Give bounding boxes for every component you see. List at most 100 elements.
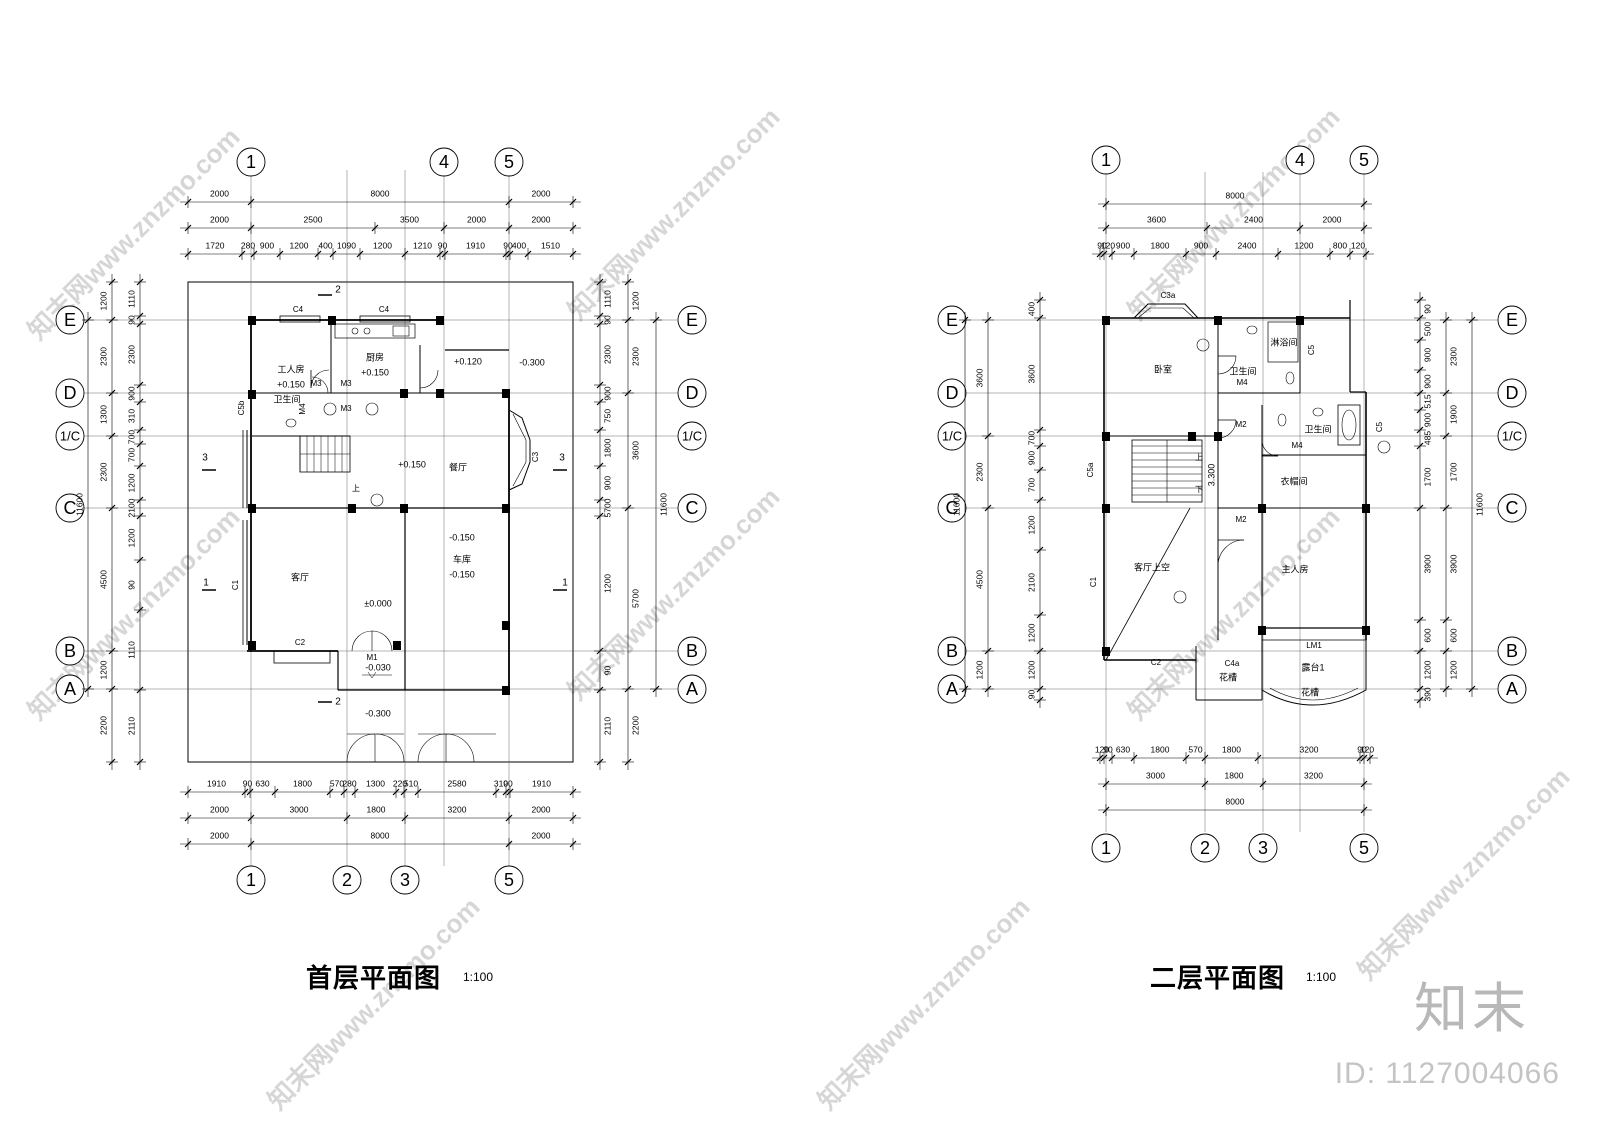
dimension-text: 3600 bbox=[1147, 214, 1166, 224]
axis-label: 5 bbox=[504, 152, 514, 172]
dimension-text: 8000 bbox=[371, 188, 390, 198]
axis-label: A bbox=[686, 679, 698, 699]
dimension-text: 2400 bbox=[1244, 214, 1263, 224]
structural-column bbox=[436, 389, 444, 398]
dimension-text: 90 bbox=[503, 240, 513, 250]
axis-label: 4 bbox=[1295, 150, 1305, 170]
dimension-tick bbox=[136, 496, 144, 504]
dimension-text: 2500 bbox=[304, 214, 323, 224]
element-tag: M3 bbox=[340, 379, 352, 388]
dimension-text: 900 bbox=[1194, 240, 1208, 250]
dimension-tick bbox=[241, 788, 249, 796]
dimension-tick bbox=[136, 312, 144, 320]
dimension-text: 90 bbox=[126, 315, 136, 325]
window-C2 bbox=[273, 650, 331, 664]
axis-label: A bbox=[946, 679, 958, 699]
dimension-tick bbox=[984, 504, 992, 512]
dimension-tick bbox=[1096, 250, 1104, 258]
dimension-tick bbox=[1360, 224, 1368, 232]
dimension-text: 1800 bbox=[1222, 744, 1241, 754]
dimension-tick bbox=[652, 316, 660, 324]
dimension-tick bbox=[502, 788, 510, 796]
dimension-tick bbox=[492, 788, 500, 796]
dimension-tick bbox=[624, 278, 632, 286]
dimension-text: 11600 bbox=[74, 493, 84, 516]
axis-label: A bbox=[64, 679, 76, 699]
axis-label: 1/C bbox=[942, 428, 962, 443]
element-tag: C4a bbox=[1225, 659, 1240, 668]
ground-floor-plan-title: 首层平面图 bbox=[306, 964, 442, 994]
dimension-tick bbox=[136, 398, 144, 406]
dimension-text: 900 bbox=[1116, 240, 1130, 250]
room-name: 客厅 bbox=[291, 571, 309, 582]
dimension-text: 1910 bbox=[466, 240, 485, 250]
axis-circle bbox=[1497, 493, 1527, 523]
dimension-text: 900 bbox=[260, 240, 274, 250]
door-M4 bbox=[1217, 355, 1237, 375]
dimension-tick bbox=[1036, 426, 1044, 434]
dimension-text: 3000 bbox=[290, 804, 309, 814]
dimension-tick bbox=[1360, 200, 1368, 208]
axis-bubble-right: A bbox=[677, 674, 707, 704]
dimension-tick bbox=[108, 504, 116, 512]
section-mark: 3 bbox=[202, 453, 208, 464]
axis-label: D bbox=[1506, 383, 1519, 403]
dimension-text: 2300 bbox=[1448, 347, 1458, 366]
dimension-tick bbox=[136, 426, 144, 434]
dimension-tick bbox=[246, 788, 254, 796]
dimension-text: 2300 bbox=[126, 345, 136, 364]
dimension-text: 900 bbox=[1026, 451, 1036, 465]
dimension-text: 2000 bbox=[467, 214, 486, 224]
axis-label: D bbox=[64, 383, 77, 403]
dimension-text: 390 bbox=[1422, 687, 1432, 701]
bay-window-C3-inner bbox=[512, 413, 527, 487]
dimension-tick bbox=[1416, 406, 1424, 414]
dimension-tick bbox=[84, 685, 92, 693]
dimension-tick bbox=[1416, 504, 1424, 512]
axis-bubble-bottom: 1 bbox=[236, 865, 266, 895]
dimension-tick bbox=[329, 250, 337, 258]
dimension-text: 8000 bbox=[371, 830, 390, 840]
dimension-text: 2300 bbox=[630, 347, 640, 366]
dimension-tick bbox=[1416, 426, 1424, 434]
dimension-text: 2200 bbox=[630, 716, 640, 735]
dimension-tick bbox=[596, 686, 604, 694]
dimension-tick bbox=[1442, 504, 1450, 512]
dimension-text: 1110 bbox=[602, 290, 612, 308]
dimension-text: 280 bbox=[342, 778, 356, 788]
room-name: 花槽 bbox=[1301, 686, 1319, 697]
dimension-tick bbox=[1362, 250, 1370, 258]
dimension-text: 1200 bbox=[602, 574, 612, 593]
dimension-tick bbox=[1130, 250, 1138, 258]
dimension-tick bbox=[1102, 200, 1110, 208]
dimension-text: 1200 bbox=[1026, 660, 1036, 679]
dimension-text: 2000 bbox=[532, 214, 551, 224]
axis-bubble-left: A bbox=[55, 674, 85, 704]
element-tag: C4 bbox=[379, 305, 390, 314]
sink-icon bbox=[392, 325, 410, 337]
dimension-text: 280 bbox=[241, 240, 255, 250]
shower-cubicle bbox=[1267, 321, 1299, 363]
room-name: 厨房 bbox=[366, 351, 384, 362]
dimension-text: 570 bbox=[330, 778, 344, 788]
bay-window-C3a-inner bbox=[1137, 307, 1195, 319]
structural-column bbox=[248, 316, 256, 325]
axis-bubble-right: B bbox=[1497, 636, 1527, 666]
walls bbox=[1103, 300, 1367, 706]
axis-bubble-bottom: 3 bbox=[1248, 833, 1278, 863]
index-marker bbox=[1196, 338, 1210, 352]
axis-bubble-left: B bbox=[937, 636, 967, 666]
door-arc bbox=[1217, 355, 1237, 375]
axis-bubble-bottom: 5 bbox=[494, 865, 524, 895]
dimension-text: 900 bbox=[602, 476, 612, 490]
dimension-text: 600 bbox=[1422, 628, 1432, 642]
dimension-text: 900 bbox=[1422, 348, 1432, 362]
dimension-text: 1800 bbox=[1225, 770, 1244, 780]
void-diagonal bbox=[1105, 507, 1191, 661]
dimension-text: 11600 bbox=[1474, 493, 1484, 516]
dimension-text: 1700 bbox=[1448, 462, 1458, 481]
dimension-text: 485 bbox=[1422, 431, 1432, 445]
element-tag: M3 bbox=[310, 379, 322, 388]
axis-bubble-top: 4 bbox=[1285, 145, 1315, 175]
